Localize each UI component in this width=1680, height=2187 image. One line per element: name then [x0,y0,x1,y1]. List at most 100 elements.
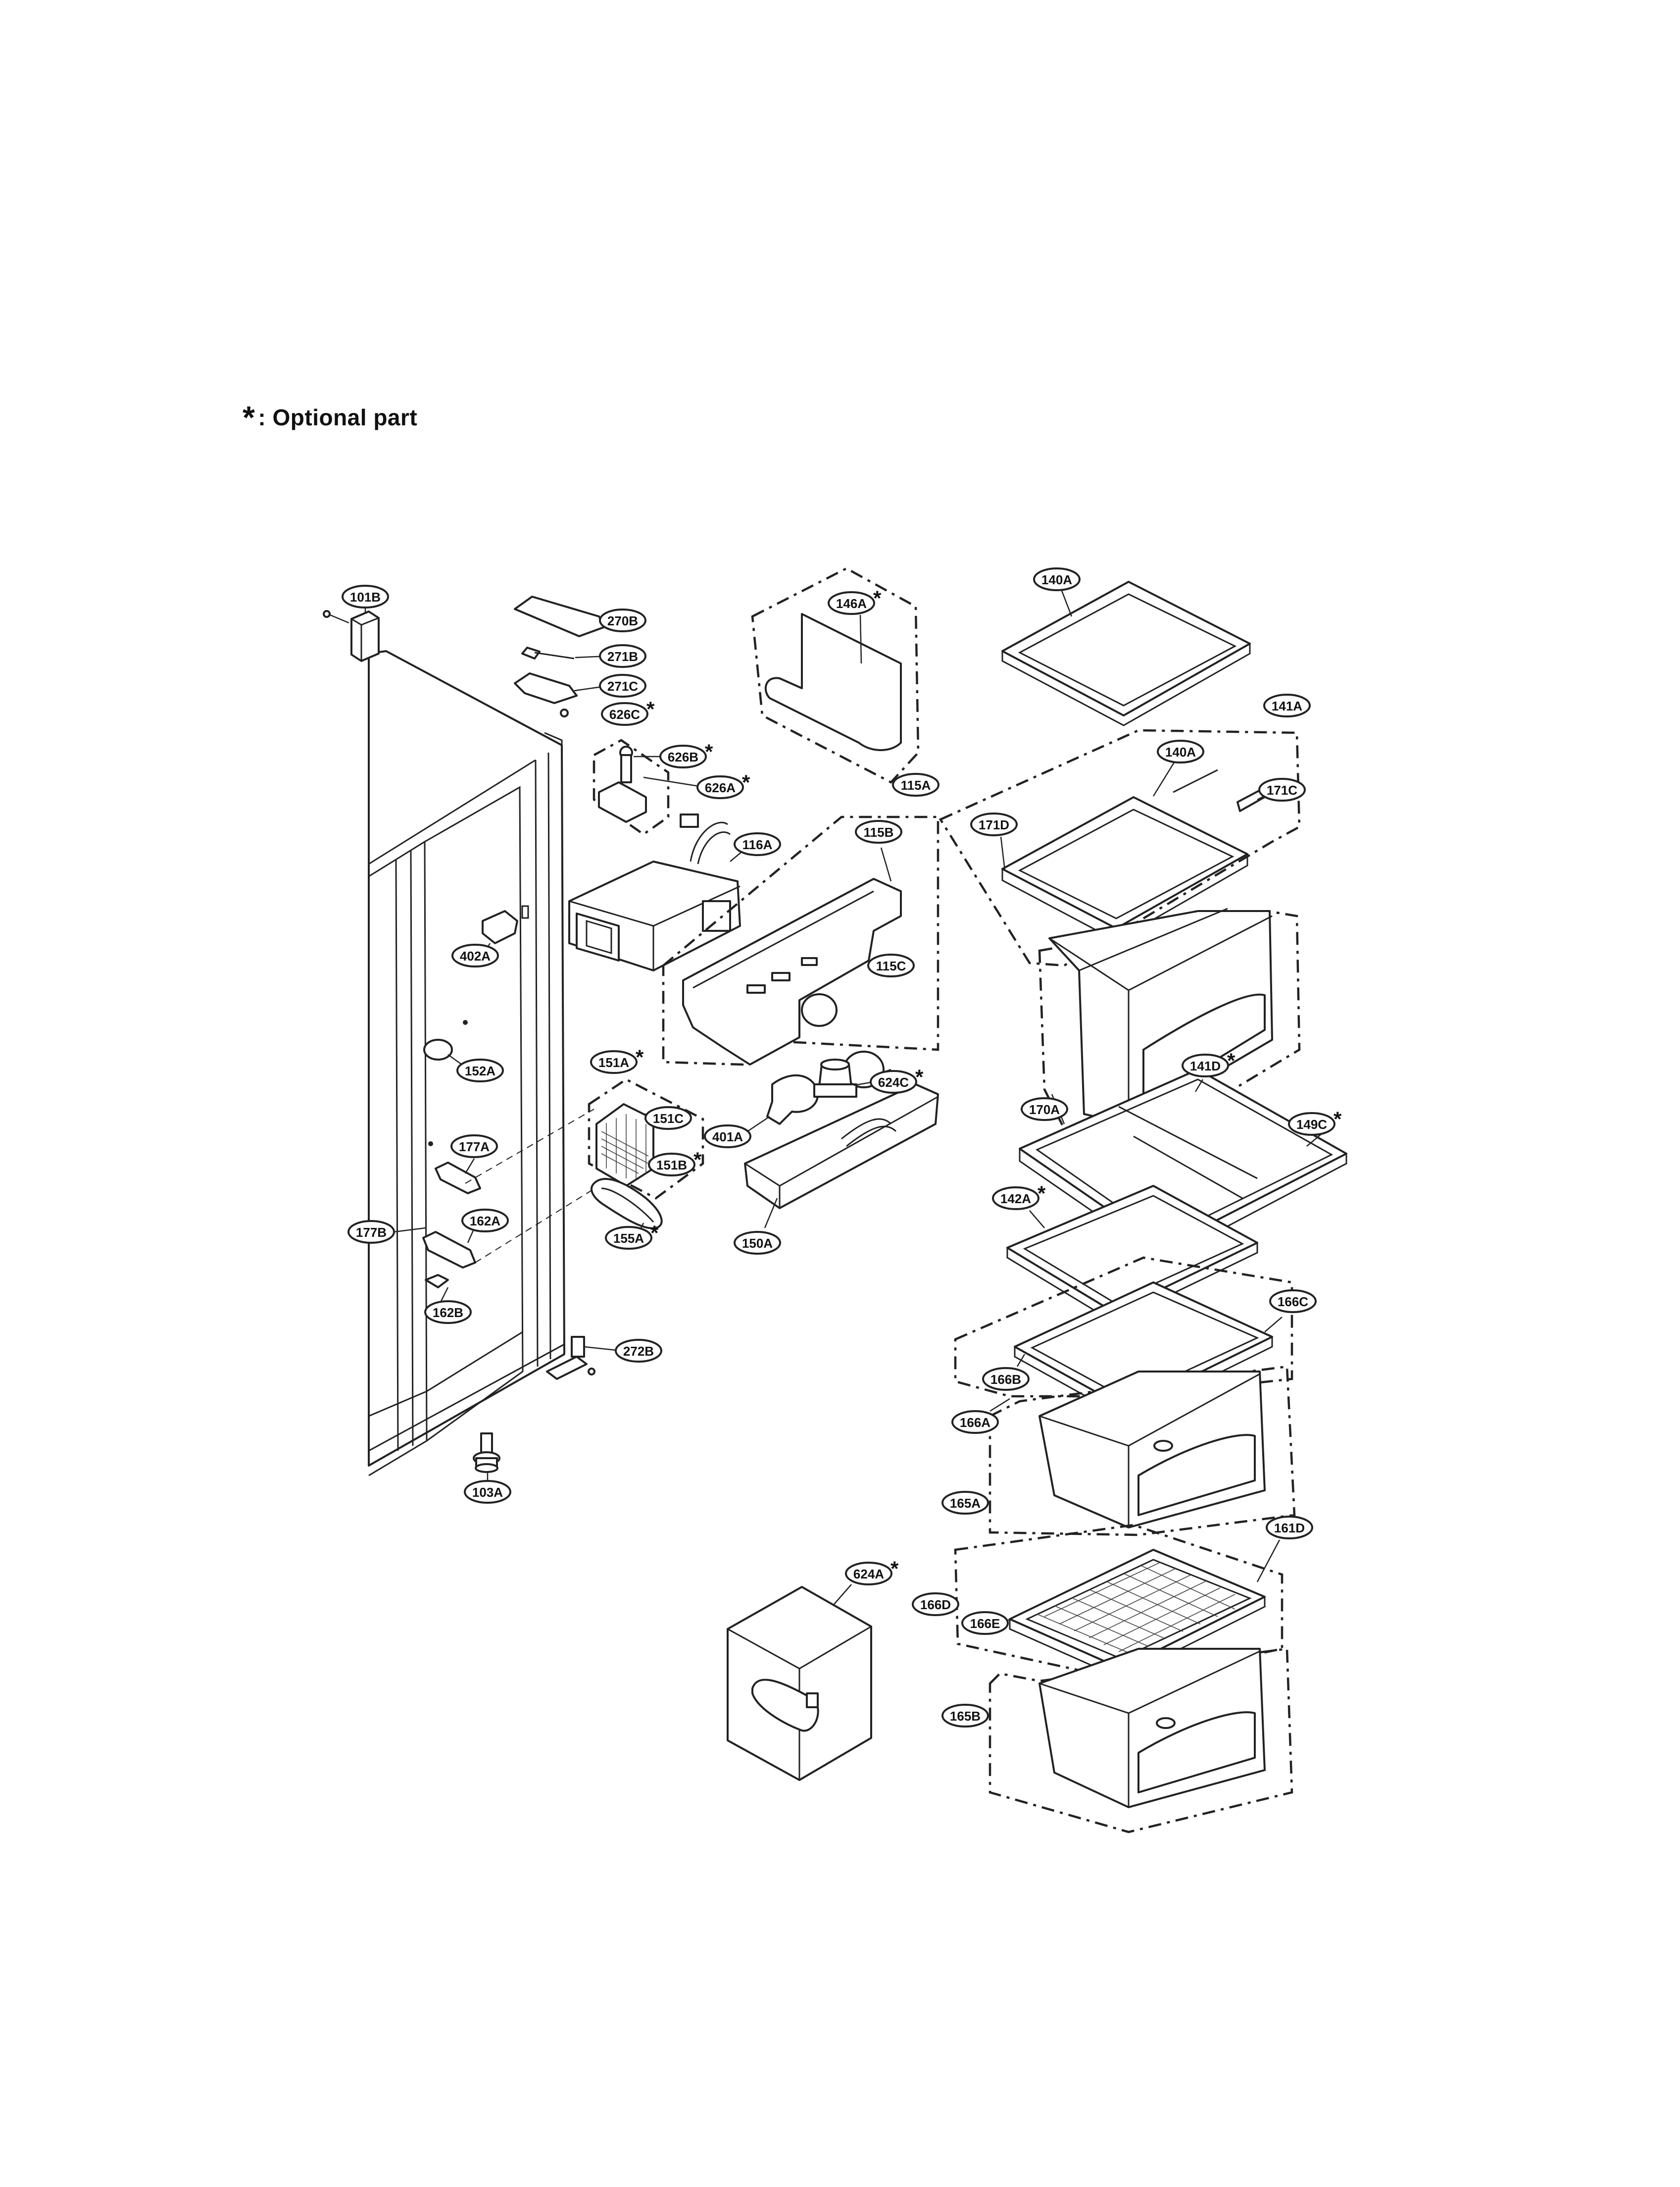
callout-label: 171C [1267,783,1297,798]
part-155a-gasket [591,1178,663,1233]
callout-103a: 103A [464,1480,511,1504]
optional-asterisk: * [1038,1182,1046,1205]
part-140a-top-shelf [1001,581,1251,726]
callout-bubble [456,1059,504,1082]
callout-177a: 177A [450,1134,498,1158]
part-146a-cover [751,567,920,784]
callout-141d: 141D* [1182,1049,1235,1077]
optional-asterisk: * [650,1221,659,1245]
callout-402a: 402A [451,944,499,967]
callout-label: 155A [613,1231,644,1246]
callout-115c: 115C [867,954,915,977]
callout-bubble [450,1134,498,1158]
callout-166c: 166C [1269,1289,1317,1313]
part-165a-crisper [983,1365,1296,1536]
callout-116a: 116A [734,832,781,856]
callout-bubble [855,820,902,844]
callout-165a: 165A [941,1491,989,1515]
callout-141a: 141A [1263,694,1311,717]
callout-label: 271B [607,649,638,664]
callout-177b: 177B [347,1220,395,1244]
callout-label: 146A [836,596,867,611]
callout-bubble [892,773,939,797]
optional-part-legend: *: Optional part [243,396,418,435]
callout-bubble [961,1611,1009,1635]
callout-label: 140A [1041,572,1072,587]
part-272b-hinge [546,1336,622,1380]
callout-bubble [992,1186,1039,1210]
optional-asterisk: * [646,698,655,721]
callout-146a: 146A* [828,587,882,615]
callout-label: 626B [668,750,698,764]
callout-label: 101B [350,590,381,605]
optional-asterisk: * [742,771,750,794]
callout-label: 624A [853,1567,884,1581]
callout-171c: 171C [1258,778,1306,802]
callout-bubble [734,1231,781,1255]
callout-140a: 140A [1157,740,1204,763]
optional-asterisk: * [915,1066,924,1089]
callout-151c: 151C [644,1106,692,1130]
callout-label: 152A [465,1064,495,1078]
callout-bubble [1157,740,1204,763]
callout-bubble [951,1410,999,1434]
callout-label: 166E [970,1616,1000,1631]
callout-label: 116A [742,837,773,852]
callout-271c: 271C [599,674,646,698]
callout-bubble [601,702,648,726]
optional-asterisk: * [890,1557,899,1580]
callout-171d: 171D [970,813,1018,836]
callout-155a: 155A * [605,1221,659,1250]
callout-bubble [342,585,389,609]
callout-bubble [599,609,646,632]
callout-label: 151A [598,1055,629,1070]
callout-label: 115C [876,959,906,973]
callout-bubble [659,745,707,768]
callout-626b: 626B * [659,740,713,768]
callout-626a: 626A* [696,771,750,799]
callout-layer: 101B270B271B271C626C*626B*626A*116A146A*… [342,567,1342,1728]
callout-bubble [1182,1054,1229,1077]
callout-label: 272B [623,1344,654,1359]
callout-label: 177B [356,1225,387,1240]
optional-asterisk: * [636,1046,644,1069]
callout-bubble [464,1480,511,1504]
callout-152a: 152A [456,1059,504,1082]
callout-162b: 162B [424,1300,472,1324]
callout-label: 624C [878,1075,909,1090]
callout-label: 271C [607,679,638,694]
part-116a-duct [568,814,745,971]
legend-text: : Optional part [258,405,418,430]
callout-label: 177A [459,1139,490,1154]
callout-bubble [648,1153,695,1176]
optional-asterisk: * [705,740,713,763]
callout-label: 140A [1165,745,1196,760]
callout-bubble [590,1050,638,1074]
callout-label: 270B [607,613,638,628]
callout-label: 171D [979,817,1009,832]
part-624a-box [727,1584,872,1781]
callout-bubble [347,1220,395,1244]
callout-170a: 170A [1021,1097,1068,1121]
callout-label: 166C [1278,1294,1308,1309]
callout-bubble [845,1562,892,1585]
callout-115b: 115B [855,820,902,844]
callout-bubble [451,944,499,967]
callout-bubble [867,954,915,977]
part-401a-624c [747,1059,874,1132]
callout-label: 141D [1190,1059,1221,1073]
callout-bubble [704,1124,751,1148]
legend-asterisk: * [243,400,255,435]
callout-bubble [644,1106,692,1130]
callout-label: 150A [742,1236,773,1251]
callout-label: 162B [433,1305,463,1320]
callout-151b: 151B* [648,1148,702,1176]
callout-101b: 101B [342,585,389,609]
callout-bubble [1021,1097,1068,1121]
callout-label: 149C [1296,1117,1327,1132]
callout-271b: 271B [599,644,646,668]
callout-label: 142A [1000,1191,1031,1206]
callout-label: 115A [901,778,931,793]
part-141d-shelf [1019,1068,1347,1261]
